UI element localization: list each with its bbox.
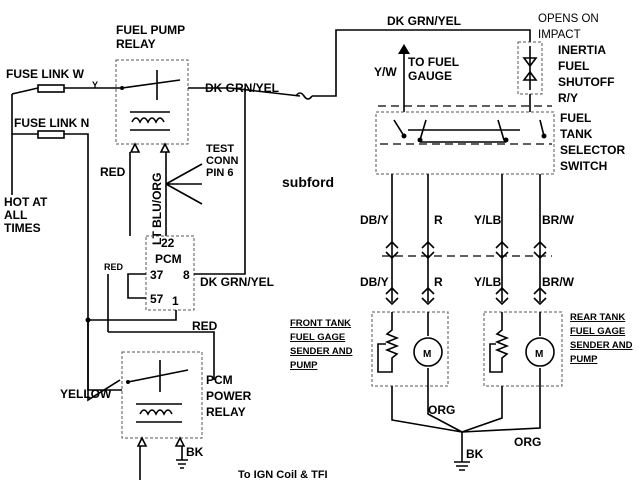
- wire-label-org-right: ORG: [514, 435, 541, 449]
- svg-text:RELAY: RELAY: [206, 405, 246, 419]
- svg-text:PUMP: PUMP: [290, 360, 318, 371]
- wire-label-y-w: Y/W: [374, 65, 397, 79]
- wire-label-db-y-1: DB/Y: [360, 213, 389, 227]
- dk-grn-yel-top-wire: [312, 29, 531, 97]
- wire-label-y-lb-1: Y/LB: [474, 213, 502, 227]
- svg-text:SWITCH: SWITCH: [560, 159, 607, 173]
- svg-text:POWER: POWER: [206, 389, 252, 403]
- fuel-pump-relay: FUEL PUMP RELAY: [115, 23, 189, 153]
- to-fuel-gauge-2: GAUGE: [408, 69, 452, 83]
- wire-label-org-left: ORG: [428, 403, 455, 417]
- svg-text:PUMP: PUMP: [570, 354, 598, 365]
- wire-label-br-w-2: BR/W: [542, 275, 575, 289]
- connector-chevrons-upper: [385, 240, 547, 260]
- svg-text:SENDER AND: SENDER AND: [290, 346, 353, 357]
- red-right-wire: [108, 331, 215, 380]
- wire-label-r-y: R/Y: [558, 91, 578, 105]
- svg-text:TANK: TANK: [560, 127, 593, 141]
- front-tank-sender: M FRONT TANK FUEL GAGE SENDER AND PUMP: [290, 311, 449, 387]
- svg-text:REAR TANK: REAR TANK: [570, 312, 625, 323]
- arrow-up-icon: [398, 44, 410, 54]
- wire-label-r-1: R: [434, 213, 443, 227]
- svg-text:FUEL: FUEL: [560, 111, 591, 125]
- svg-text:M: M: [423, 349, 431, 360]
- ground-icon-main: [454, 461, 470, 471]
- svg-text:CONN: CONN: [206, 155, 238, 167]
- svg-text:FRONT TANK: FRONT TANK: [290, 318, 351, 329]
- fuse-link-w-label: FUSE LINK W: [6, 67, 85, 81]
- wire-label-br-w-1: BR/W: [542, 213, 575, 227]
- svg-text:8: 8: [183, 268, 190, 282]
- svg-text:22: 22: [161, 236, 175, 250]
- svg-text:HOT AT: HOT AT: [4, 195, 48, 209]
- pcm-pin8-wire: [194, 88, 246, 275]
- wire-label-r-2: R: [434, 275, 443, 289]
- connector-chevrons-lower: [385, 286, 547, 306]
- svg-text:1: 1: [172, 294, 179, 308]
- wire-label-yellow: YELLOW: [60, 387, 112, 401]
- to-ign-label: To IGN Coil & TFI: [238, 469, 328, 480]
- pcm-module: 22 PCM 37 8 57 1: [145, 235, 195, 311]
- svg-text:37: 37: [150, 268, 164, 282]
- relay-coil: [131, 117, 165, 124]
- svg-text:RELAY: RELAY: [116, 37, 156, 51]
- svg-text:IMPACT: IMPACT: [538, 29, 581, 41]
- fuse-link-w-y-label: Y: [92, 80, 98, 90]
- svg-text:SENDER AND: SENDER AND: [570, 340, 633, 351]
- svg-text:PCM: PCM: [206, 373, 233, 387]
- svg-text:FUEL: FUEL: [558, 59, 589, 73]
- svg-text:PCM: PCM: [155, 252, 182, 266]
- svg-text:PIN 6: PIN 6: [206, 167, 234, 179]
- wire-label-bk-relay: BK: [186, 445, 204, 459]
- fuel-tank-selector-switch: FUEL TANK SELECTOR SWITCH: [375, 105, 625, 175]
- svg-text:ALL: ALL: [4, 208, 27, 222]
- svg-text:FUEL GAGE: FUEL GAGE: [570, 326, 625, 337]
- wire-label-dk-grn-yel-mid: DK GRN/YEL: [205, 81, 279, 95]
- svg-text:FUEL GAGE: FUEL GAGE: [290, 332, 345, 343]
- svg-text:INERTIA: INERTIA: [558, 43, 606, 57]
- inertia-switch: OPENS ON IMPACT INERTIA FUEL SHUTOFF: [517, 13, 614, 95]
- watermark-text: subford: [282, 174, 334, 190]
- wire-label-red-small: RED: [104, 262, 124, 272]
- svg-text:TIMES: TIMES: [4, 221, 41, 235]
- yellow-wire: [87, 320, 122, 391]
- wire-label-dk-grn-yel-pcm: DK GRN/YEL: [200, 275, 274, 289]
- rear-tank-sender: M REAR TANK FUEL GAGE SENDER AND PUMP: [483, 311, 633, 387]
- svg-text:57: 57: [150, 292, 164, 306]
- svg-text:SELECTOR: SELECTOR: [560, 143, 625, 157]
- svg-text:TEST: TEST: [206, 143, 234, 155]
- relay-switch-contact: [121, 79, 181, 89]
- wire-label-red-left: RED: [100, 165, 126, 179]
- ground-icon: [176, 459, 188, 469]
- wire-label-bk-ground: BK: [466, 447, 484, 461]
- pcm-37-57-jumper: [127, 273, 146, 299]
- wire-label-dk-grn-yel-top: DK GRN/YEL: [387, 14, 461, 28]
- wire-label-db-y-2: DB/Y: [360, 275, 389, 289]
- relay-output-wire: [188, 87, 301, 97]
- hot-at-all-times: HOT AT ALL TIMES: [4, 195, 48, 235]
- to-fuel-gauge-1: TO FUEL: [408, 55, 459, 69]
- svg-text:FUEL PUMP: FUEL PUMP: [116, 23, 185, 37]
- fuse-link-n-label: FUSE LINK N: [14, 116, 89, 130]
- test-conn: TEST CONN PIN 6: [206, 143, 238, 179]
- wire-label-y-lb-2: Y/LB: [474, 275, 502, 289]
- svg-text:SHUTOFF: SHUTOFF: [558, 75, 614, 89]
- svg-text:OPENS ON: OPENS ON: [538, 13, 599, 25]
- selector-harness-wires: [391, 174, 541, 302]
- fuse-w-wire: [11, 87, 120, 95]
- wire-label-red-right: RED: [192, 319, 218, 333]
- ground-wires: [391, 386, 541, 433]
- svg-text:M: M: [535, 349, 543, 360]
- wire-label-lt-blu-org: LT BLU/ORG: [150, 173, 164, 245]
- pcm-power-relay: PCM POWER RELAY: [121, 351, 252, 447]
